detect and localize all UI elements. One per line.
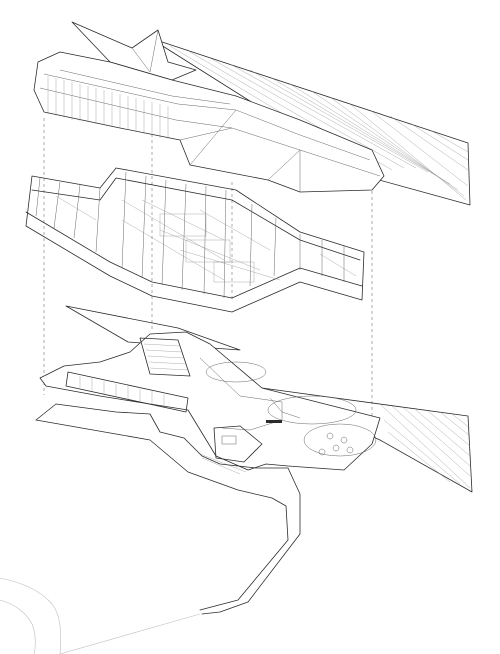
floor-hatching	[379, 403, 471, 489]
entrance-hatching	[199, 453, 247, 475]
facade-ribs	[47, 76, 169, 139]
structural-frame-layer	[25, 167, 365, 313]
ramp-lines	[79, 376, 165, 406]
ground-floor-layer	[39, 305, 473, 493]
frame-bracing	[55, 195, 357, 283]
site-path-layer	[0, 403, 301, 654]
roof-shell-layer	[33, 21, 471, 206]
stair-treads	[143, 343, 189, 371]
tables	[318, 432, 354, 456]
bench	[266, 420, 282, 423]
